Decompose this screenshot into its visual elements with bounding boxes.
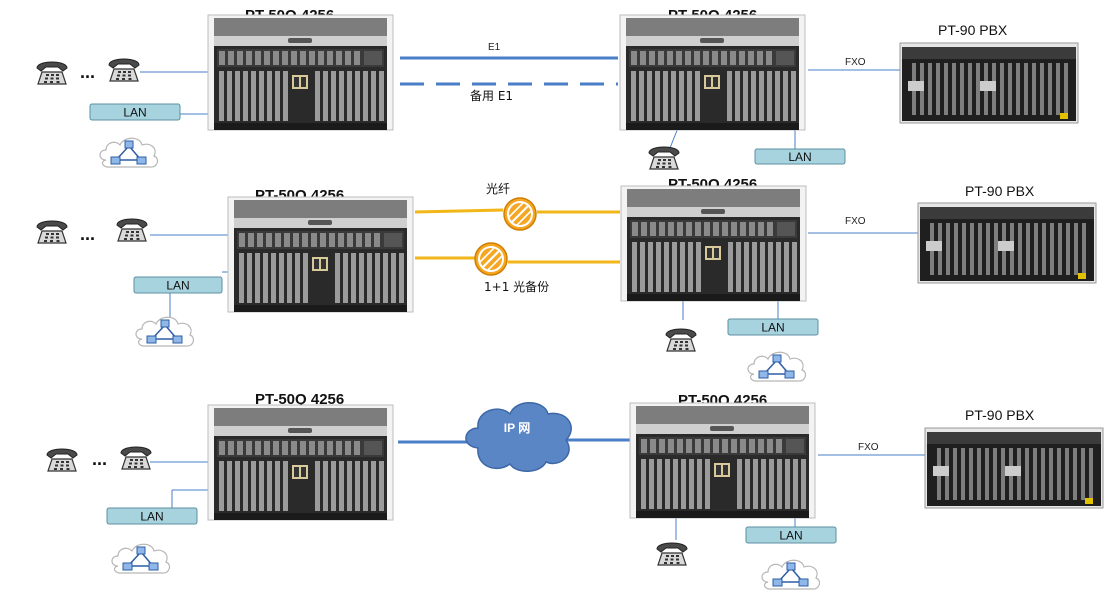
lan-network-icon [761, 559, 821, 590]
fxo-label: FXO [845, 57, 866, 68]
telephone-icon [36, 220, 68, 244]
lan-label: LAN [788, 150, 811, 164]
pt50q-chassis-icon [207, 14, 394, 131]
pt50q-chassis-icon [620, 185, 807, 302]
pbx-chassis-icon [924, 427, 1104, 509]
telephone-icon [120, 446, 152, 470]
lan-label: LAN [779, 529, 802, 543]
telephone-icon [665, 328, 697, 352]
pt50q-title: PT-50Q 4256 [255, 391, 344, 408]
telephone-icon [108, 58, 140, 82]
telephone-icon [46, 448, 78, 472]
pt50q-chassis-icon [619, 14, 806, 131]
backup-e1-label: 备用 E1 [470, 89, 513, 103]
lan-label: LAN [166, 279, 189, 293]
pbx-title: PT-90 PBX [965, 183, 1035, 199]
telephone-icon [656, 542, 688, 566]
e1-label: E1 [488, 42, 501, 53]
pt50q-chassis-icon [629, 402, 816, 519]
pbx-title: PT-90 PBX [938, 22, 1008, 38]
lan-network-icon [747, 351, 807, 382]
row3: IP 网 FXO PT-50Q 4256 PT-50Q 4256 PT-90 P… [46, 391, 1104, 590]
lan-box: LAN [133, 276, 223, 294]
fiber-backup-label: 1+1 光备份 [484, 280, 549, 294]
lan-box: LAN [754, 148, 846, 165]
pbx-chassis-icon [917, 202, 1097, 284]
lan-box: LAN [89, 103, 181, 121]
lan-network-icon [111, 543, 171, 574]
ip-cloud-icon [465, 402, 572, 472]
fiber-transceiver-icon [473, 241, 509, 277]
lan-box: LAN [106, 507, 198, 525]
fxo-label: FXO [845, 216, 866, 227]
pt50q-chassis-icon [227, 196, 414, 313]
fxo-label: FXO [858, 442, 879, 453]
telephone-icon [36, 61, 68, 85]
ellipsis: ... [80, 62, 95, 82]
lan-label: LAN [761, 321, 784, 335]
row2: 光纤 1+1 光备份 FXO PT-50Q 4256 PT-50Q 4256 P… [36, 176, 1097, 382]
telephone-icon [116, 218, 148, 242]
lan-network-icon [99, 137, 159, 168]
telephone-icon [648, 146, 680, 170]
ip-net-label: IP 网 [504, 421, 530, 435]
lan-label: LAN [140, 510, 163, 524]
pbx-title: PT-90 PBX [965, 407, 1035, 423]
row1: E1 备用 E1 FXO PT-50Q 4256 PT-50Q 4256 PT-… [36, 7, 1079, 170]
lan-box: LAN [745, 526, 837, 544]
lan-label: LAN [123, 106, 146, 120]
phone-right-link [669, 127, 679, 149]
ellipsis: ... [92, 449, 107, 469]
fiber-label: 光纤 [486, 182, 510, 196]
lan-network-icon [135, 316, 195, 347]
lan-box: LAN [727, 318, 819, 336]
pbx-chassis-icon [899, 42, 1079, 124]
pt50q-chassis-icon [207, 404, 394, 521]
fiber-link [414, 208, 504, 214]
fiber-transceiver-icon [502, 196, 538, 232]
ellipsis: ... [80, 224, 95, 244]
